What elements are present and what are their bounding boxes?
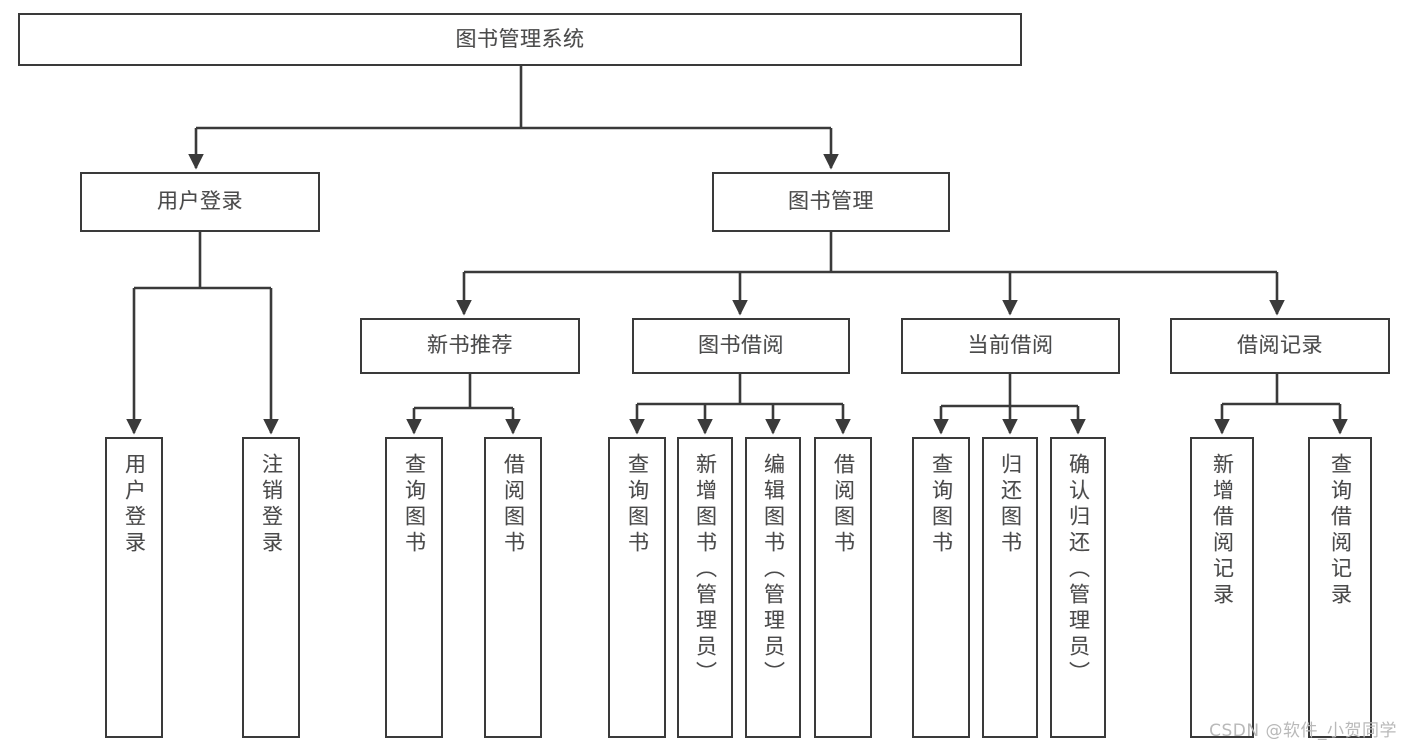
node-new-book-recommend[interactable]: 新书推荐 bbox=[360, 318, 580, 374]
node-label: 用户登录 bbox=[157, 189, 243, 214]
node-label: 归还图书 bbox=[998, 453, 1023, 557]
node-borrow-record[interactable]: 借阅记录 bbox=[1170, 318, 1390, 374]
node-label: 新增借阅记录 bbox=[1210, 453, 1235, 609]
node-label: 查询图书 bbox=[625, 453, 650, 557]
node-leaf-confirm-return[interactable]: 确认归还（管理员） bbox=[1050, 437, 1106, 738]
node-leaf-query-book-3[interactable]: 查询图书 bbox=[912, 437, 970, 738]
node-leaf-add-record[interactable]: 新增借阅记录 bbox=[1190, 437, 1254, 738]
node-book-borrow[interactable]: 图书借阅 bbox=[632, 318, 850, 374]
node-leaf-add-book[interactable]: 新增图书（管理员） bbox=[677, 437, 733, 738]
node-label: 借阅图书 bbox=[501, 453, 526, 557]
node-book-management[interactable]: 图书管理 bbox=[712, 172, 950, 232]
node-label: 新增图书（管理员） bbox=[693, 453, 718, 687]
node-label: 图书管理系统 bbox=[455, 26, 585, 51]
node-label: 图书借阅 bbox=[698, 333, 784, 358]
node-leaf-user-login[interactable]: 用户登录 bbox=[105, 437, 163, 738]
node-leaf-logout[interactable]: 注销登录 bbox=[242, 437, 300, 738]
node-leaf-return-book[interactable]: 归还图书 bbox=[982, 437, 1038, 738]
node-leaf-borrow-book-2[interactable]: 借阅图书 bbox=[814, 437, 872, 738]
node-label: 查询图书 bbox=[402, 453, 427, 557]
node-leaf-query-book-1[interactable]: 查询图书 bbox=[385, 437, 443, 738]
node-label: 编辑图书（管理员） bbox=[761, 453, 786, 687]
node-label: 查询借阅记录 bbox=[1328, 453, 1353, 609]
node-leaf-borrow-book-1[interactable]: 借阅图书 bbox=[484, 437, 542, 738]
node-root-system[interactable]: 图书管理系统 bbox=[18, 13, 1022, 66]
node-label: 借阅记录 bbox=[1237, 333, 1323, 358]
node-label: 借阅图书 bbox=[831, 453, 856, 557]
node-label: 当前借阅 bbox=[967, 333, 1054, 358]
node-leaf-query-book-2[interactable]: 查询图书 bbox=[608, 437, 666, 738]
node-current-borrow[interactable]: 当前借阅 bbox=[901, 318, 1120, 374]
node-label: 查询图书 bbox=[929, 453, 954, 557]
node-label: 用户登录 bbox=[122, 453, 147, 557]
node-user-login[interactable]: 用户登录 bbox=[80, 172, 320, 232]
node-leaf-query-record[interactable]: 查询借阅记录 bbox=[1308, 437, 1372, 738]
node-label: 新书推荐 bbox=[427, 333, 513, 358]
node-leaf-edit-book[interactable]: 编辑图书（管理员） bbox=[745, 437, 801, 738]
node-label: 注销登录 bbox=[259, 453, 284, 557]
node-label: 确认归还（管理员） bbox=[1066, 453, 1091, 687]
node-label: 图书管理 bbox=[788, 189, 874, 214]
